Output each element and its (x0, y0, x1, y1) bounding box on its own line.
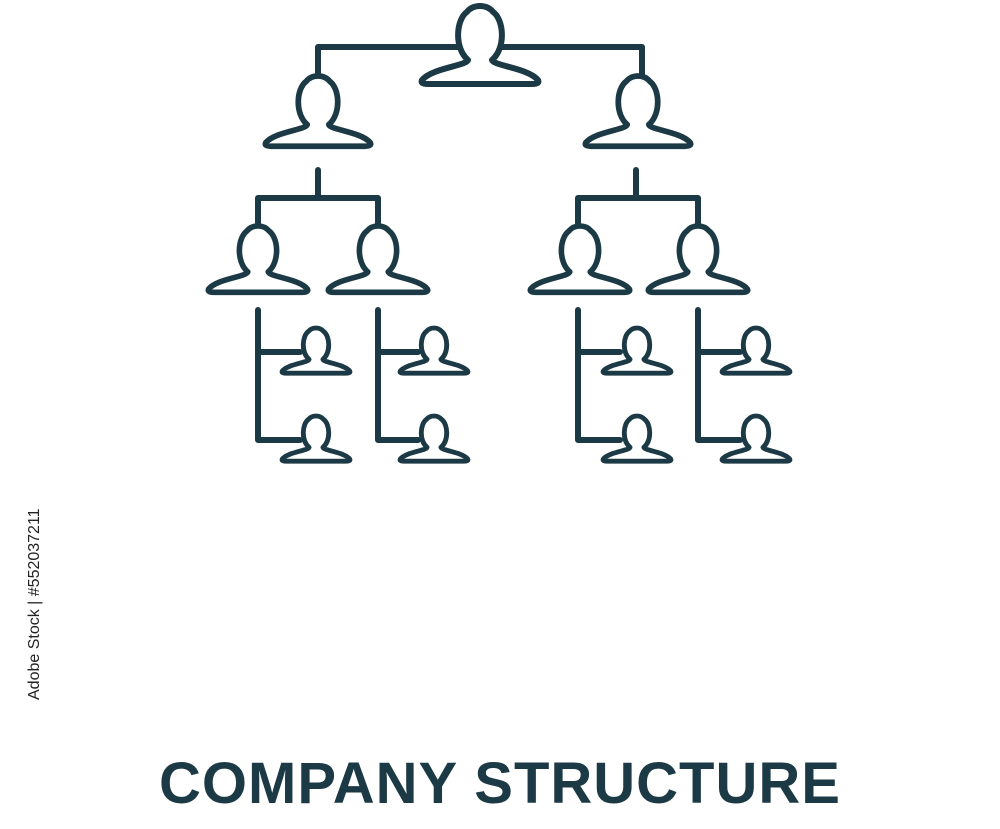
person-silhouette (397, 325, 471, 376)
right-branch-connector (575, 167, 701, 235)
person-silhouette (262, 73, 374, 150)
manager-person-icon (262, 73, 374, 150)
employee-person-icon (397, 413, 471, 464)
employee-person-icon (600, 413, 674, 464)
leaf-connector (695, 307, 743, 443)
employee-person-icon (279, 325, 353, 376)
people-group (205, 3, 793, 464)
employee-person-icon (397, 325, 471, 376)
stock-watermark-id: Adobe Stock | #552037211 (26, 508, 43, 700)
employee-person-icon (279, 413, 353, 464)
leaf-connector (375, 307, 421, 443)
lead-person-icon (527, 223, 633, 296)
person-silhouette (205, 223, 311, 296)
lead-person-icon (205, 223, 311, 296)
page-title: COMPANY STRUCTURE (159, 751, 841, 816)
person-silhouette (582, 73, 694, 150)
leaf-connector (255, 307, 303, 443)
leaf-connector (575, 307, 623, 443)
person-silhouette (325, 223, 431, 296)
ceo-person-icon (418, 3, 542, 87)
person-silhouette (600, 325, 674, 376)
person-silhouette (600, 413, 674, 464)
lead-person-icon (325, 223, 431, 296)
employee-person-icon (719, 413, 793, 464)
person-silhouette (719, 325, 793, 376)
employee-person-icon (600, 325, 674, 376)
person-silhouette (418, 3, 542, 87)
hierarchy-connectors (255, 44, 743, 443)
person-silhouette (279, 325, 353, 376)
person-silhouette (645, 223, 751, 296)
manager-person-icon (582, 73, 694, 150)
employee-person-icon (719, 325, 793, 376)
person-silhouette (527, 223, 633, 296)
left-branch-connector (255, 167, 381, 235)
lead-person-icon (645, 223, 751, 296)
person-silhouette (719, 413, 793, 464)
person-silhouette (279, 413, 353, 464)
person-silhouette (397, 413, 471, 464)
